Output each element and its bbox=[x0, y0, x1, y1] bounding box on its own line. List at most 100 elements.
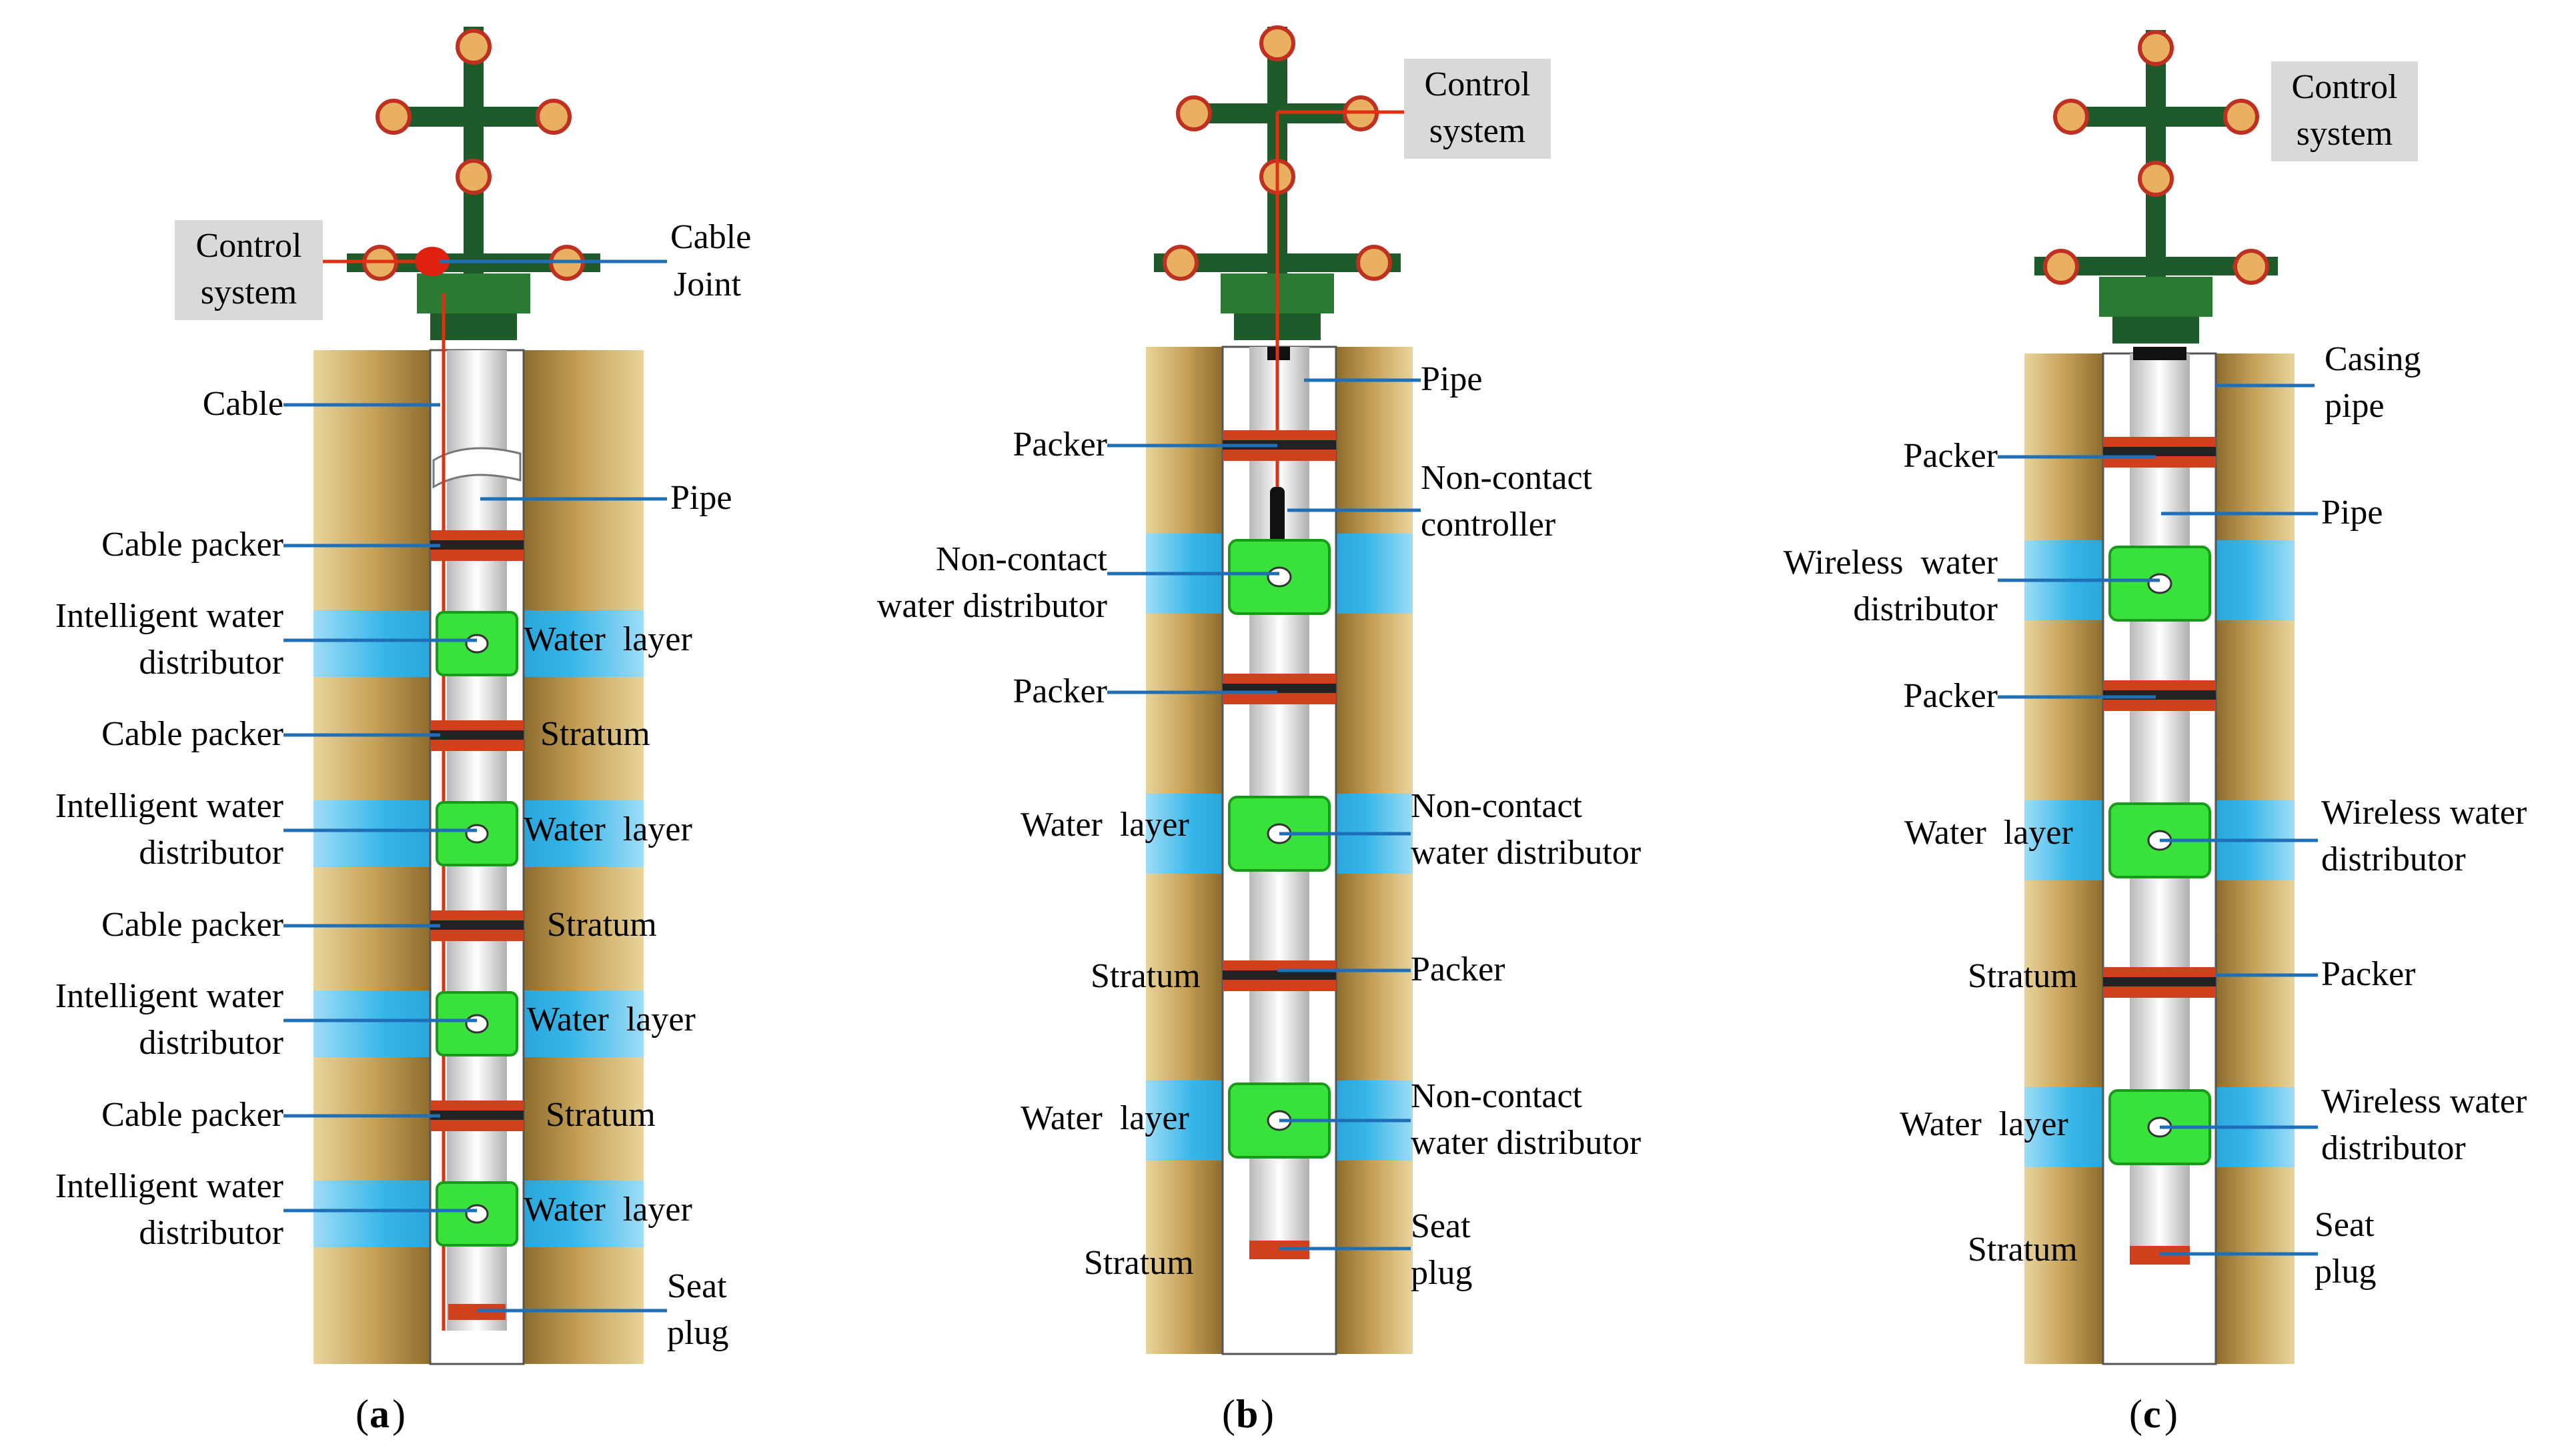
control-system-line2: system bbox=[201, 273, 297, 311]
stratum-label-3: Stratum bbox=[546, 1096, 656, 1134]
distributor-label-1a: Intelligent water bbox=[55, 597, 283, 635]
control-system-box bbox=[1404, 59, 1551, 159]
distributor-label-1a: Wireless water bbox=[1784, 544, 1998, 582]
control-system-line1: Control bbox=[1425, 65, 1531, 103]
seat-plug-label-1: Seat bbox=[1411, 1207, 1471, 1245]
control-system-box bbox=[2271, 61, 2418, 161]
caption-a-close: ) bbox=[392, 1392, 406, 1436]
control-system-box bbox=[175, 220, 323, 320]
cable-packer-label-1: Cable packer bbox=[101, 526, 283, 564]
valve-icon bbox=[1163, 245, 1199, 281]
stratum-label-1: Stratum bbox=[1968, 957, 2078, 995]
control-system-line2: system bbox=[2297, 115, 2393, 153]
distributor-label-1b: water distributor bbox=[877, 587, 1107, 625]
valve-icon bbox=[456, 159, 492, 195]
cable-label: Cable bbox=[203, 385, 283, 423]
water-layer-label-1: Water layer bbox=[524, 620, 692, 658]
control-system-line1: Control bbox=[2292, 68, 2398, 106]
caption-b-close: ) bbox=[1261, 1392, 1274, 1436]
packer-label-2: Packer bbox=[1013, 672, 1107, 710]
pipe-label: Pipe bbox=[670, 479, 732, 517]
stratum-label-1: Stratum bbox=[1091, 957, 1201, 995]
stratum-label-2: Stratum bbox=[1084, 1244, 1194, 1282]
casing-pipe-label-2: pipe bbox=[2325, 387, 2385, 425]
distributor-label-1b: distributor bbox=[139, 644, 283, 682]
water-layer-label-1: Water layer bbox=[1904, 814, 2073, 852]
distributor-label-2a: Intelligent water bbox=[55, 787, 283, 825]
valve-icon bbox=[1259, 25, 1295, 61]
casing-pipe-label-1: Casing bbox=[2325, 340, 2421, 378]
panel-a: Control system Cable Joint Cable Pipe Ca… bbox=[55, 27, 751, 1436]
valve-icon bbox=[2053, 99, 2089, 135]
packer-label-2: Packer bbox=[1904, 677, 1998, 715]
distributor-label-3b: distributor bbox=[139, 1024, 283, 1062]
distributor-label-4a: Intelligent water bbox=[55, 1167, 283, 1205]
stratum-label-1: Stratum bbox=[540, 715, 650, 753]
caption-a-letter: a bbox=[370, 1392, 390, 1436]
valve-icon bbox=[2233, 249, 2269, 285]
cable-packer-label-3: Cable packer bbox=[101, 906, 283, 944]
water-layer-label-2: Water layer bbox=[524, 810, 692, 848]
distributors-a bbox=[436, 611, 518, 1320]
valve-icon bbox=[2043, 249, 2079, 285]
stratum-label-2: Stratum bbox=[1968, 1231, 2078, 1269]
cable-joint-icon bbox=[415, 247, 450, 276]
water-layer-label-3: Water layer bbox=[527, 1000, 696, 1038]
wellhead-a bbox=[347, 27, 600, 340]
seat-plug-label-2: plug bbox=[1411, 1254, 1472, 1292]
caption-b-letter: b bbox=[1236, 1392, 1258, 1436]
caption-c-letter: c bbox=[2143, 1392, 2161, 1436]
water-layer-label-2: Water layer bbox=[1900, 1105, 2068, 1143]
valve-icon bbox=[2138, 161, 2174, 197]
pipe-label: Pipe bbox=[2321, 494, 2383, 532]
valve-icon bbox=[376, 99, 412, 135]
distributor-label-2a: Wireless water bbox=[2321, 794, 2527, 832]
pipe-label: Pipe bbox=[1421, 360, 1482, 398]
seat-plug-label-1: Seat bbox=[2315, 1206, 2375, 1244]
non-contact-controller-label-1: Non-contact bbox=[1421, 459, 1593, 497]
packers-a bbox=[430, 530, 524, 1131]
cable-packer-label-4: Cable packer bbox=[101, 1096, 283, 1134]
cable-joint-label-2: Joint bbox=[674, 265, 742, 303]
caption-c-close: ) bbox=[2164, 1392, 2178, 1436]
packer-label-1: Packer bbox=[1013, 426, 1107, 464]
valve-icon bbox=[456, 29, 492, 65]
valve-icon bbox=[536, 99, 572, 135]
panel-b: Control system Pipe Packer Non-contact c… bbox=[877, 25, 1641, 1436]
distributor-label-3a: Intelligent water bbox=[55, 977, 283, 1015]
wellhead-c bbox=[2034, 30, 2278, 343]
caption-a-open: ( bbox=[356, 1392, 369, 1436]
packer-label-1: Packer bbox=[1904, 437, 1998, 475]
distributor-label-1a: Non-contact bbox=[936, 540, 1108, 578]
valve-icon bbox=[2138, 30, 2174, 66]
cable-joint-label-1: Cable bbox=[670, 218, 751, 256]
distributor-label-3a: Wireless water bbox=[2321, 1082, 2527, 1121]
valve-icon bbox=[1176, 95, 1212, 131]
water-layer-label-1: Water layer bbox=[1021, 806, 1189, 844]
distributor-label-4b: distributor bbox=[139, 1214, 283, 1252]
distributor-label-2a: Non-contact bbox=[1411, 787, 1583, 825]
packers-c bbox=[2103, 437, 2216, 998]
control-system-line2: system bbox=[1429, 112, 1525, 150]
distributor-label-2b: water distributor bbox=[1411, 834, 1641, 872]
seat-plug-label-1: Seat bbox=[667, 1267, 727, 1305]
distributor-label-3a: Non-contact bbox=[1411, 1077, 1583, 1115]
valve-icon bbox=[2223, 99, 2259, 135]
distributor-label-3b: distributor bbox=[2321, 1129, 2466, 1167]
caption-c-open: ( bbox=[2129, 1392, 2142, 1436]
seat-plug-label-2: plug bbox=[2315, 1253, 2376, 1291]
stratum-label-2: Stratum bbox=[547, 906, 657, 944]
control-system-line1: Control bbox=[196, 227, 302, 265]
water-layer-label-2: Water layer bbox=[1021, 1099, 1189, 1137]
seat-plug-label-2: plug bbox=[667, 1314, 728, 1352]
leaders-c bbox=[1998, 384, 2318, 1256]
panel-c: Control system Casing pipe Packer Pipe W… bbox=[1784, 30, 2527, 1436]
leaders-a bbox=[283, 259, 667, 1313]
distributor-label-2b: distributor bbox=[139, 834, 283, 872]
water-layer-label-4: Water layer bbox=[524, 1191, 692, 1229]
valve-icon bbox=[1356, 245, 1392, 281]
non-contact-controller-label-2: controller bbox=[1421, 506, 1555, 544]
distributor-label-2b: distributor bbox=[2321, 840, 2466, 878]
packer-label-3: Packer bbox=[2321, 955, 2415, 993]
